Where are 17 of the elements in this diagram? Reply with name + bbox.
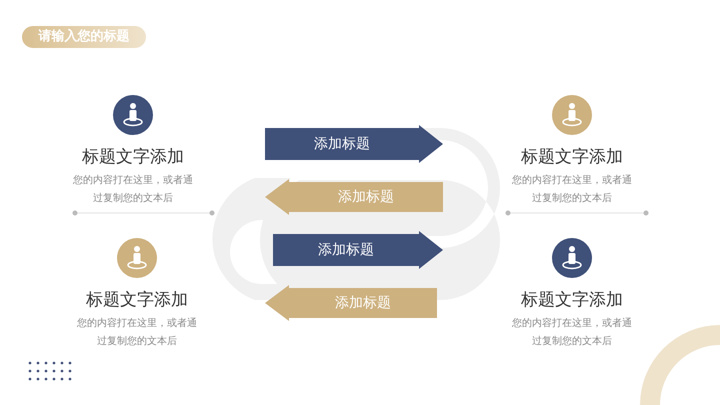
arrow-label: 添加标题 — [334, 294, 392, 313]
arrow-label: 添加标题 — [317, 241, 375, 260]
right-arrow-banner — [273, 231, 443, 269]
body-text: 您的内容打在这里，或者通过复制您的文本后 — [511, 174, 633, 206]
title-pill: 请输入您的标题 — [22, 26, 146, 48]
body-text: 您的内容打在这里，或者通过复制您的文本后 — [72, 174, 194, 206]
heading: 标题文字添加 — [81, 146, 185, 168]
right-arrow-banner — [265, 125, 443, 163]
body-text: 您的内容打在这里，或者通过复制您的文本后 — [76, 316, 198, 349]
left-arrow-banner — [265, 285, 437, 321]
heading: 标题文字添加 — [520, 289, 624, 311]
body-text: 您的内容打在这里，或者通过复制您的文本后 — [511, 316, 633, 349]
arrow-label: 添加标题 — [337, 188, 395, 207]
heading: 标题文字添加 — [85, 289, 189, 311]
heading: 标题文字添加 — [520, 146, 624, 168]
arrow-label: 添加标题 — [313, 135, 371, 154]
left-arrow-banner — [265, 179, 443, 215]
